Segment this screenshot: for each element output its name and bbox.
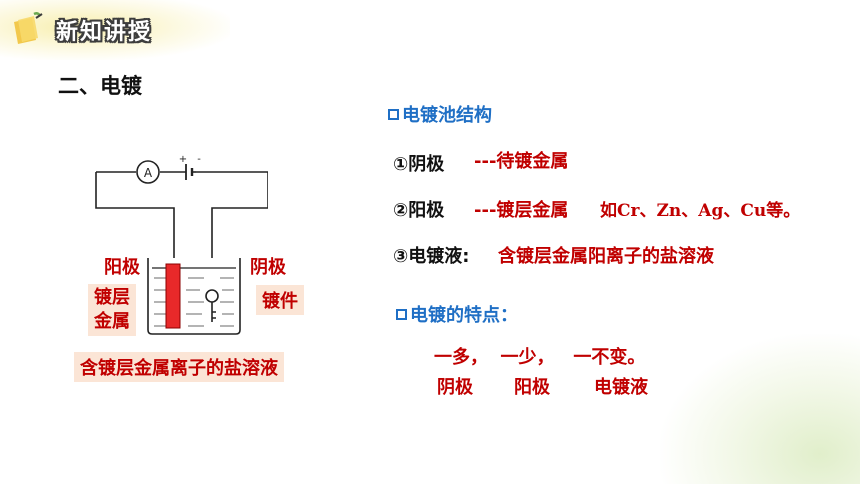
checkbox-square-icon <box>388 109 399 120</box>
cathode-object-box: 镀件 <box>256 285 304 315</box>
anode-material-line2: 金属 <box>94 311 130 332</box>
anode-material-box: 镀层 金属 <box>88 284 136 336</box>
structure-heading-text: 电镀池结构 <box>402 105 492 126</box>
features-line1: 一多， 一少， 一不变。 <box>434 347 646 368</box>
header-glow <box>0 0 230 60</box>
item-cathode-label: ①阴极 <box>393 154 445 175</box>
anode-label: 阳极 <box>104 257 140 278</box>
beaker <box>147 258 241 335</box>
anode-material-line1: 镀层 <box>94 287 130 308</box>
features-cathode: 阴极 <box>437 377 473 398</box>
item-solution-desc: 含镀层金属阳离子的盐溶液 <box>498 246 714 267</box>
features-heading: 电镀的特点： <box>396 301 518 327</box>
header-title: 新知讲授 <box>56 20 153 45</box>
ammeter-icon <box>136 160 160 184</box>
features-solution: 电镀液 <box>594 377 648 398</box>
checkbox-square-icon <box>396 309 407 320</box>
cathode-label: 阴极 <box>250 257 286 278</box>
features-heading-text: 电镀的特点： <box>410 305 518 326</box>
key-icon <box>205 289 219 303</box>
item-anode-examples: 如Cr、Zn、Ag、Cu等。 <box>600 201 801 221</box>
diagram-caption: 含镀层金属离子的盐溶液 <box>74 352 284 382</box>
book-icon <box>14 12 43 44</box>
circuit-wire <box>196 171 268 258</box>
item-anode-desc: ---镀层金属 <box>474 200 569 221</box>
circuit-wire <box>95 172 175 258</box>
battery-plus: + <box>179 154 187 165</box>
ammeter-label: A <box>144 166 153 180</box>
structure-heading: 电镀池结构 <box>388 101 492 127</box>
corner-decoration <box>660 334 860 484</box>
item-cathode-desc: ---待镀金属 <box>474 151 569 172</box>
item-solution-label: ③电镀液: <box>393 246 470 267</box>
features-anode: 阳极 <box>514 377 550 398</box>
electroplating-cell-diagram: A + - <box>95 154 268 335</box>
battery-minus: - <box>197 154 201 165</box>
anode-plate <box>165 263 181 329</box>
section-title: 二、电镀 <box>58 74 142 98</box>
item-anode-label: ②阳极 <box>393 200 445 221</box>
